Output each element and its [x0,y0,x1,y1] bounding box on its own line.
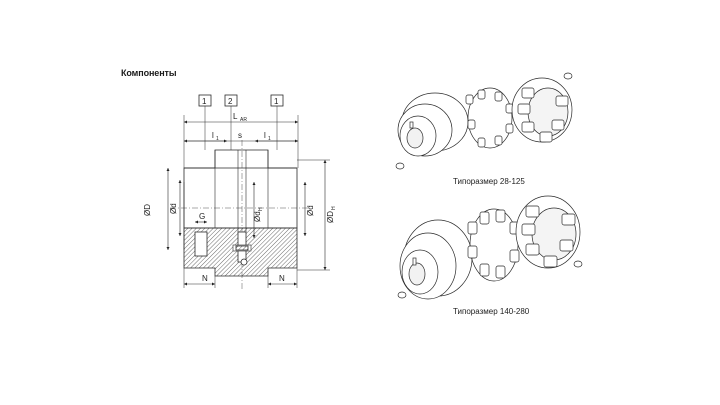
dim-n-right: N [279,274,285,283]
callout-box-1-left: 1 [198,94,212,107]
dim-l1-right: l [264,131,266,140]
dim-phi-d-outer: ØD [143,204,152,216]
svg-text:1: 1 [268,136,271,142]
svg-text:1: 1 [202,97,207,106]
svg-text:2: 2 [228,97,233,106]
caption-size-small: Типоразмер 28-125 [453,177,525,186]
dim-phi-d-left: Ød [169,203,178,214]
exploded-view-small [395,72,573,170]
callout-box-1-right: 1 [270,94,284,107]
exploded-view-large [397,195,583,300]
dim-g: G [199,212,205,221]
dim-lar: L [233,112,238,121]
caption-size-large: Типоразмер 140-280 [453,307,530,316]
dim-lar-sub: AR [240,117,247,123]
svg-text:1: 1 [216,136,219,142]
dim-s: s [238,131,242,140]
dim-l1-left: l [212,131,214,140]
dim-phi-dh-outer: ØD [326,211,335,223]
dim-phi-dh: Ød [253,211,262,222]
callout-box-2: 2 [224,94,238,107]
dim-phi-d-right: Ød [306,205,315,216]
section-title: Компоненты [121,68,177,78]
dim-n-left: N [202,274,208,283]
svg-text:1: 1 [274,97,279,106]
svg-text:H: H [331,206,337,210]
svg-text:H: H [258,207,264,211]
coupling-section-view: 1 2 1 L AR l 1 s l 1 [143,94,337,290]
